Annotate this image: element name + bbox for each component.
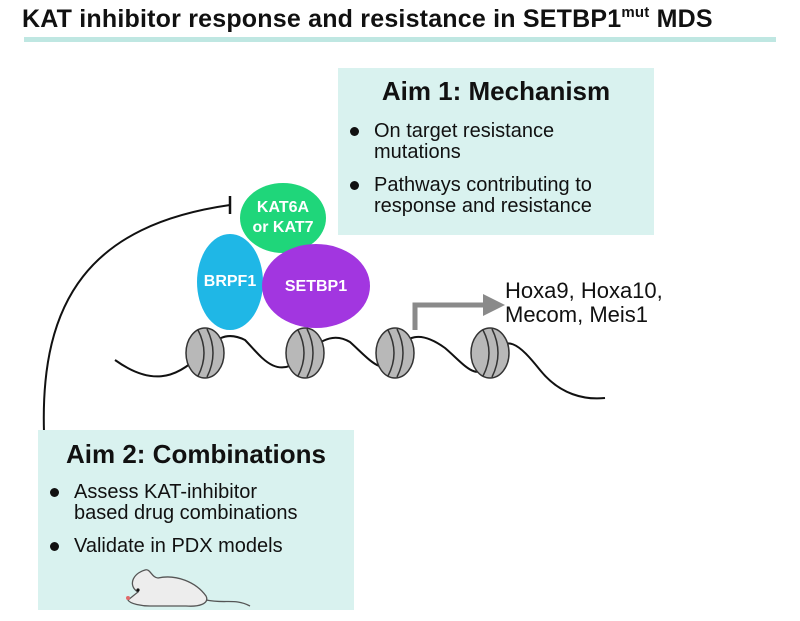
- inhibition-arc: [42, 204, 231, 433]
- title-superscript: mut: [621, 4, 650, 21]
- list-item: Validate in PDX models: [44, 536, 354, 557]
- figure-title: KAT inhibitor response and resistance in…: [22, 4, 713, 34]
- brpf1-blob: [197, 234, 263, 330]
- aim1-bullet2-line1: Pathways contributing to: [374, 174, 592, 196]
- aim1-bullet1-line1: On target resistance: [374, 120, 555, 142]
- aim2-bullet1-line2: based drug combinations: [74, 502, 298, 524]
- title-tail: MDS: [649, 5, 713, 33]
- brpf1-label: BRPF1: [203, 273, 257, 290]
- target-genes-line2: Mecom, Meis1: [505, 302, 649, 327]
- kat-label-line1: KAT6A: [256, 199, 310, 216]
- aim1-bullet1-line2: mutations: [374, 141, 461, 163]
- nucleosome-2: [285, 327, 325, 379]
- transcription-arrowhead: [483, 294, 505, 316]
- aim1-heading: Aim 1: Mechanism: [381, 76, 611, 106]
- nucleosome-4: [470, 327, 510, 379]
- aim1-bullet2-line2: response and resistance: [374, 195, 592, 217]
- aim2-bullet2-line1: Validate in PDX models: [74, 535, 283, 557]
- bullet-dot: [350, 181, 359, 190]
- nucleosome-3: [375, 327, 415, 379]
- aim2-bullet1-line1: Assess KAT-inhibitor: [74, 481, 258, 503]
- title-main: KAT inhibitor response and resistance in…: [22, 5, 622, 33]
- nucleosome-1: [185, 327, 225, 379]
- bullet-dot: [350, 127, 359, 136]
- bullet-dot: [50, 542, 59, 551]
- title-underline: [24, 37, 776, 42]
- kat-blob: [240, 183, 326, 253]
- aim2-panel: Aim 2: Combinations Assess KAT-inhibitor…: [38, 430, 354, 610]
- bullet-dot: [50, 488, 59, 497]
- kat-label: KAT6A or KAT7: [240, 198, 326, 238]
- setbp1-blob: [262, 244, 370, 328]
- aim2-heading: Aim 2: Combinations: [65, 439, 326, 469]
- setbp1-label: SETBP1: [284, 278, 348, 295]
- target-genes-line1: Hoxa9, Hoxa10,: [505, 278, 663, 303]
- kat-label-line2: or KAT7: [252, 219, 314, 236]
- transcription-arrow: [412, 302, 485, 330]
- target-genes: Hoxa9, Hoxa10,Mecom, Meis1: [505, 279, 663, 327]
